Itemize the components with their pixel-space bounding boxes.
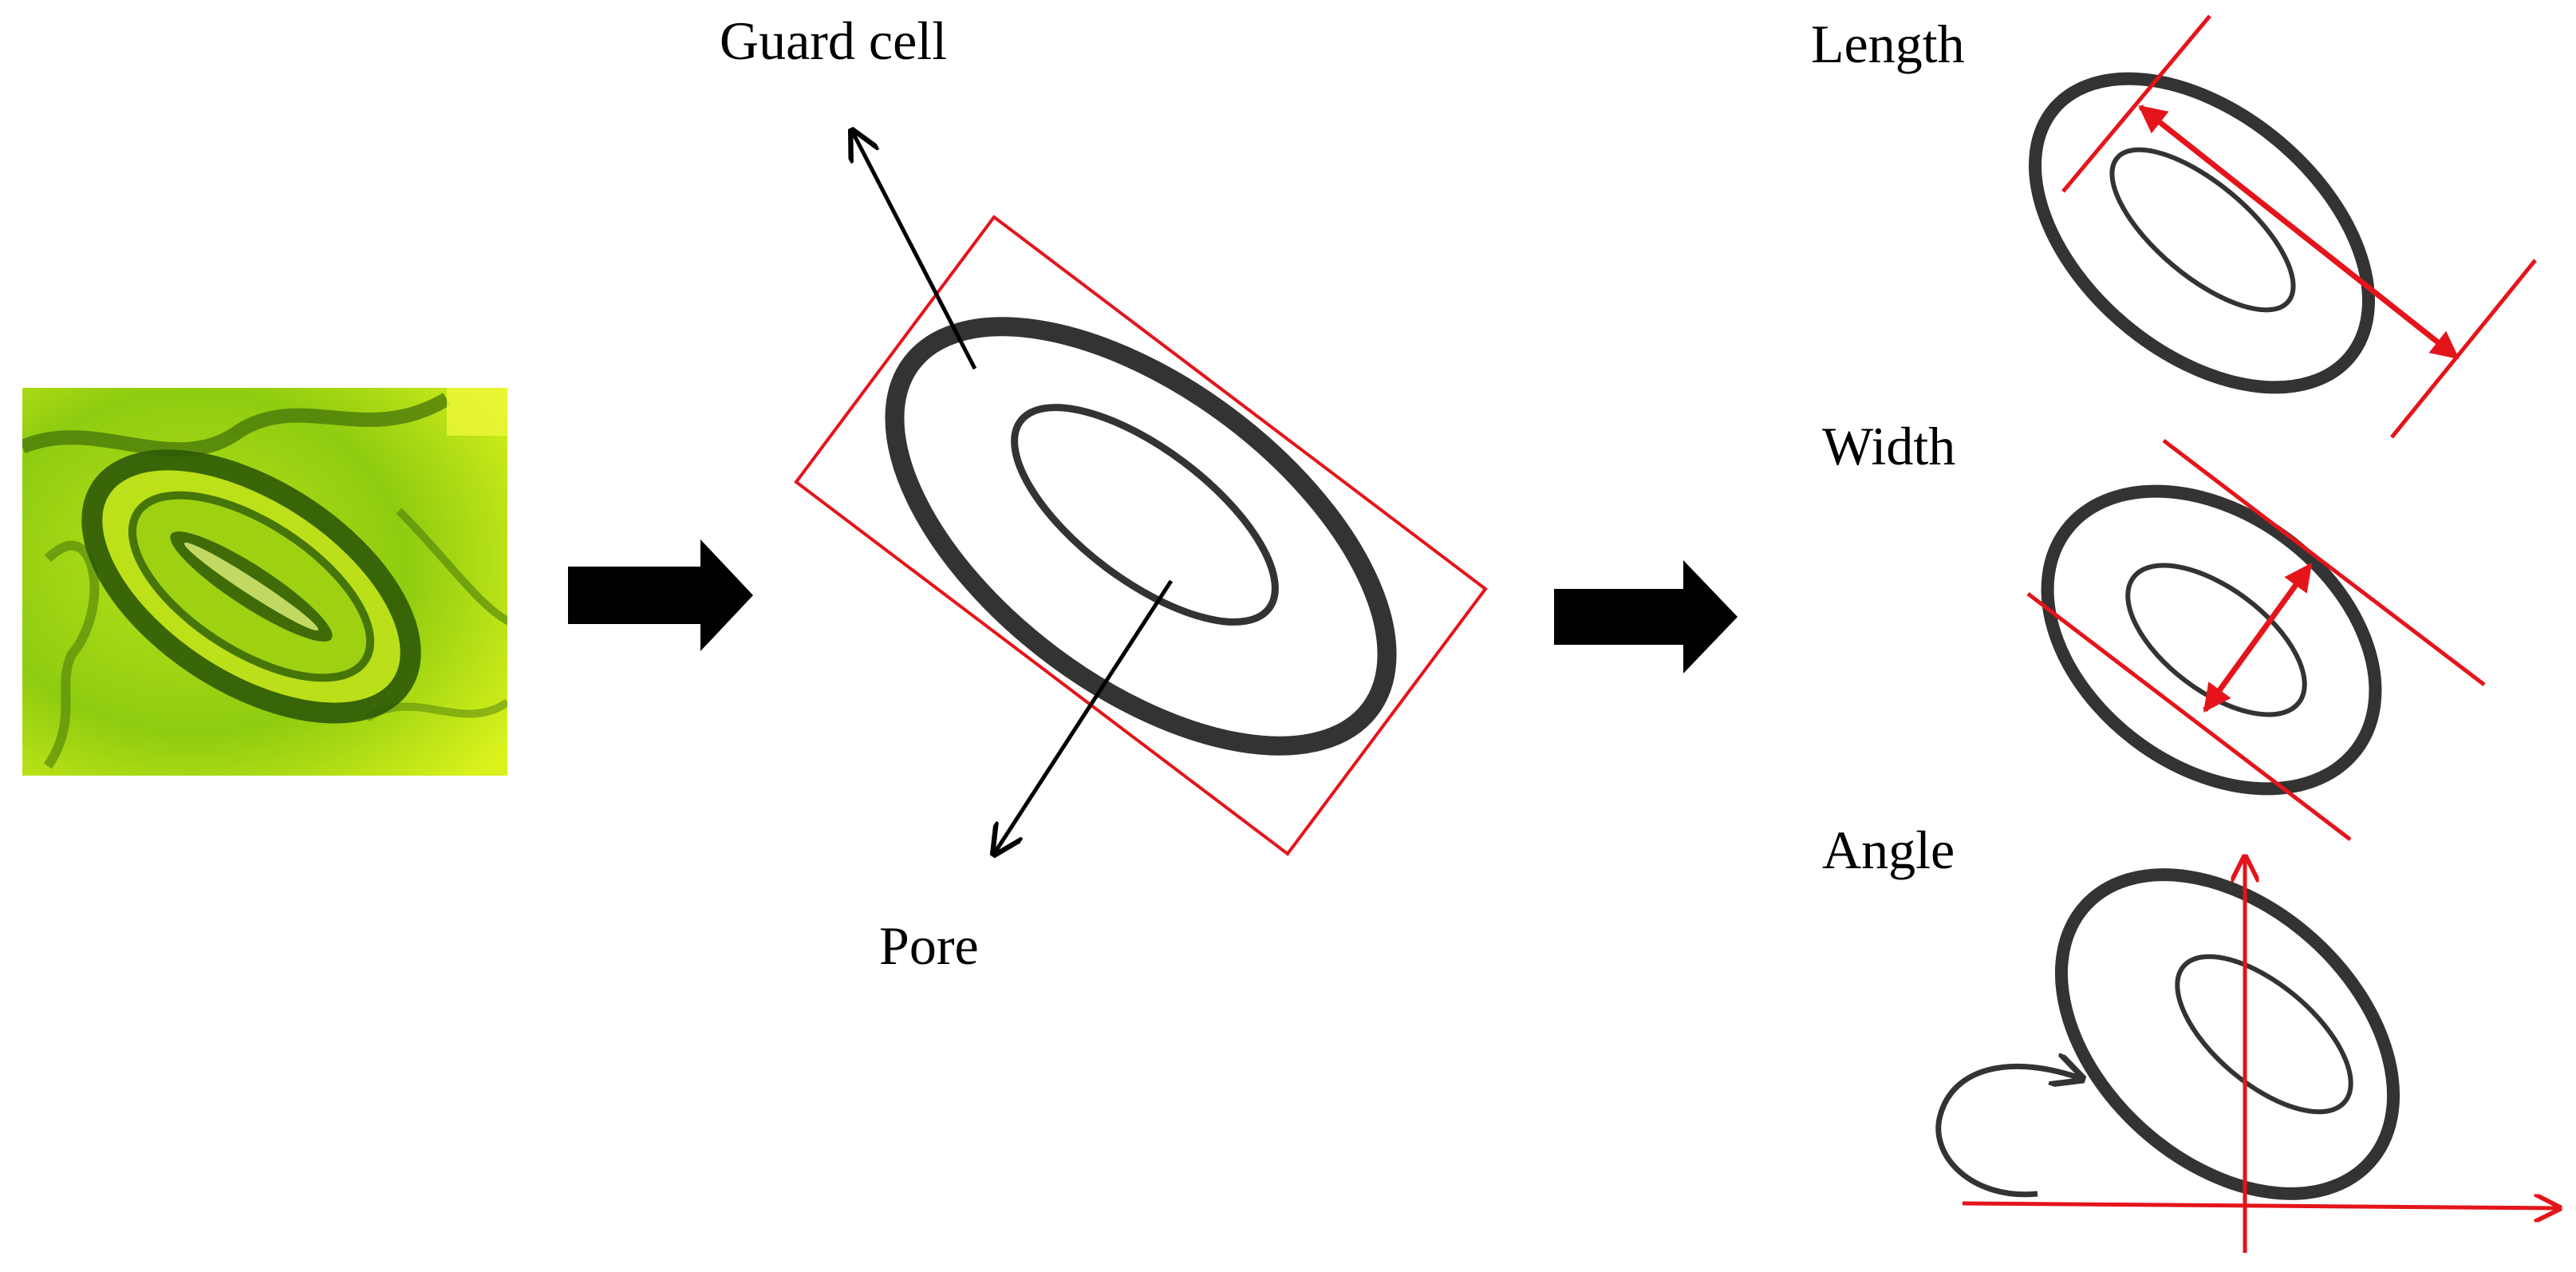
guard-cell-outline [2054,868,2400,1200]
right-block-arrow-icon [568,539,753,651]
width-panel: Width [1822,416,2486,841]
length-panel: Length [1811,14,2537,439]
bounding-box [794,215,1488,856]
guard-cell-pointer [852,131,977,370]
pore-outline [2175,954,2353,1115]
right-block-arrow-icon [1554,560,1738,674]
angle-label: Angle [1822,820,1955,880]
tangent-line [2026,592,2352,841]
angle-panel: Angle [1822,820,2559,1253]
curved-rotation-arrow-icon [1935,1066,2082,1198]
width-label: Width [1822,416,1955,476]
width-measure-arrow [2203,563,2313,713]
guard-cell-outline [2041,484,2382,796]
guard-cell-outline [2029,72,2375,394]
length-label: Length [1811,14,1965,74]
tangent-line [2061,14,2211,193]
tangent-line [2390,259,2537,439]
stoma-schematic: Guard cell Pore [720,10,1488,976]
guard-cell-label: Guard cell [720,10,947,71]
pore-pointer [994,579,1174,854]
horizontal-axis [1962,1203,2559,1208]
pore-outline [1011,404,1279,626]
pore-label: Pore [879,915,979,976]
length-measure-arrow [2138,105,2460,360]
guard-cell-outline [885,317,1397,756]
stoma-micrograph [22,388,507,776]
pore-outline [2125,563,2307,717]
tangent-line [2162,439,2486,686]
